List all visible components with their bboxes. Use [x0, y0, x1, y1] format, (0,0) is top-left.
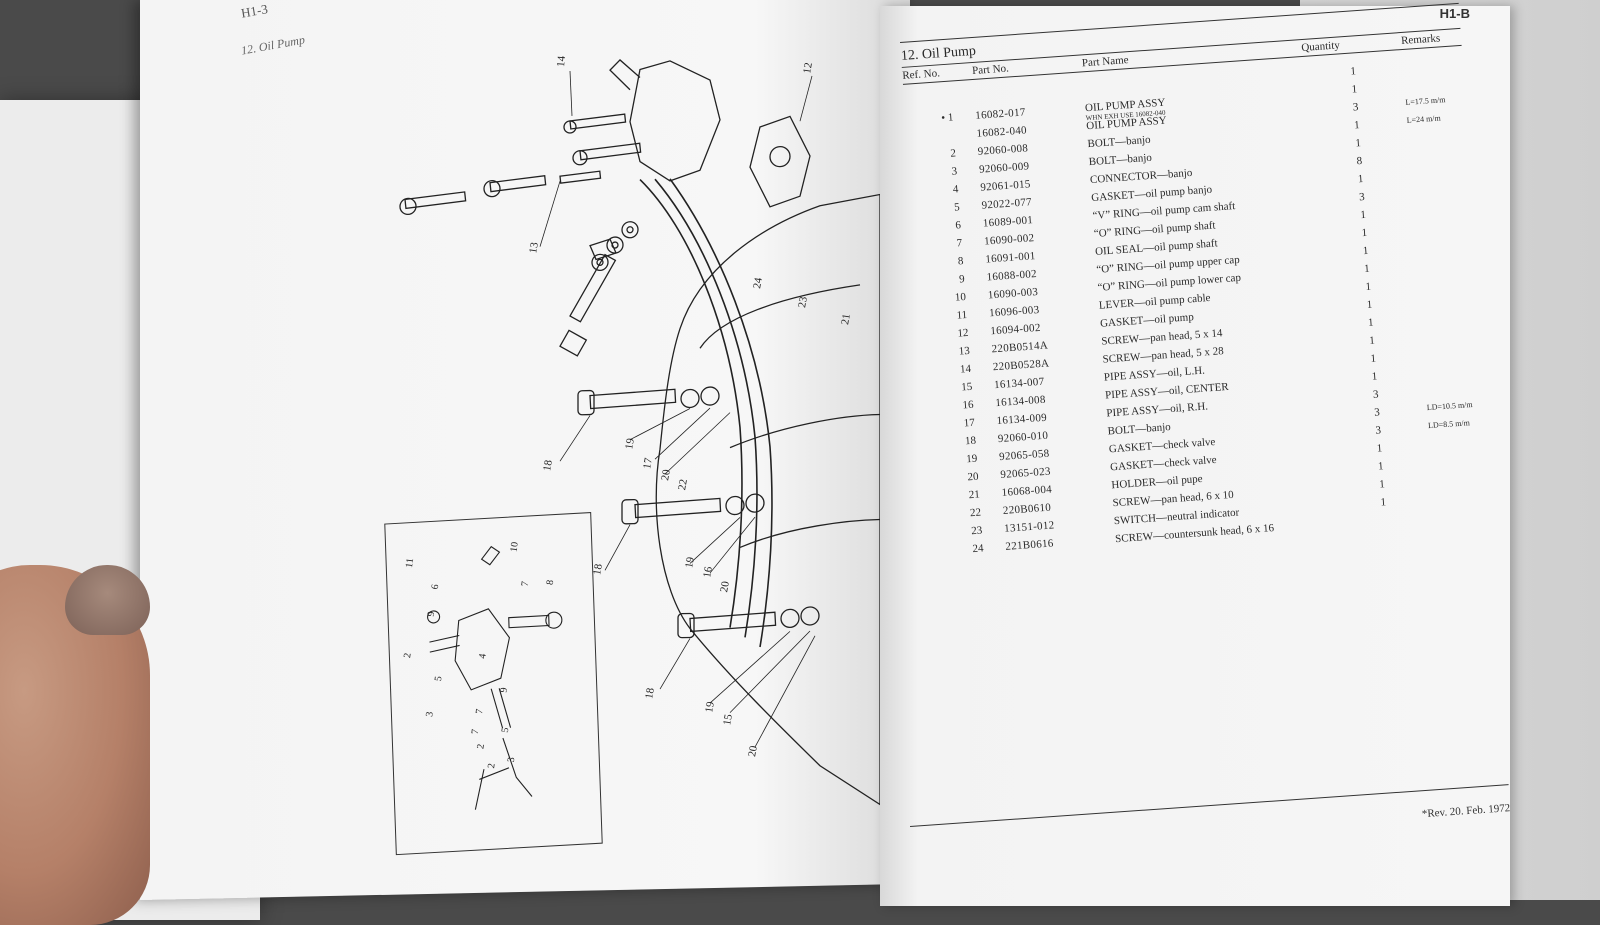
oil-pump-lever: [609, 59, 641, 91]
inset-diagram: 11 6 10 8 7 9 2 3 5 4 1 2 5 7 9 7 2: [343, 512, 603, 856]
parts-catalog-book: H1-3 12. Oil Pump: [120, 0, 1560, 906]
callout-13: 13: [527, 241, 541, 254]
page-code: H1-B: [1439, 6, 1470, 21]
footer-rule: [910, 784, 1509, 827]
inset-callout-5a: 5: [433, 676, 445, 682]
callout-21: 21: [839, 313, 853, 326]
bolt-group-upper: [399, 113, 642, 216]
parts-list-sheet: 12. Oil Pump Ref. No. Part No. Part Name…: [900, 2, 1495, 564]
crankcase-outline: [655, 193, 880, 806]
long-bolt-left: [559, 253, 617, 357]
inset-callout-9b: 9: [498, 687, 510, 693]
callout-24: 24: [751, 276, 765, 289]
pump-gasket: [749, 115, 811, 208]
right-page: H1-B 12. Oil Pump Ref. No. Part No. Part…: [880, 2, 1511, 906]
inset-callout-7c: 7: [470, 729, 482, 735]
washer-stack: [589, 221, 639, 272]
inset-callout-7a: 7: [520, 581, 532, 587]
callout-23: 23: [796, 295, 810, 308]
oil-pipes: [639, 178, 773, 648]
inset-callout-3a: 3: [424, 711, 436, 717]
callout-18b: 18: [591, 563, 605, 576]
inset-callout-8: 8: [545, 579, 557, 585]
inset-callout-2b: 2: [475, 743, 487, 749]
inset-pump-exploded: 11 6 10 8 7 9 2 3 5 4 1 2 5 7 9 7 2: [343, 541, 563, 810]
revision-note: *Rev. 20. Feb. 1972: [1421, 802, 1511, 821]
left-page-header: H1-3: [240, 1, 269, 21]
exploded-diagram: 14 12 13 24 23 21 18 19 17 20 22 18 19 1…: [399, 55, 880, 806]
inset-callout-2a: 2: [402, 652, 414, 658]
callout-20b: 20: [718, 580, 732, 593]
callout-17: 17: [641, 457, 655, 470]
callout-19a: 19: [623, 437, 637, 450]
inset-callout-5b: 5: [500, 727, 512, 733]
callout-12: 12: [801, 62, 815, 75]
inset-callout-6: 6: [430, 584, 442, 590]
thumbnail: [65, 565, 150, 635]
banjo-bolt-3: [677, 606, 820, 639]
callout-14: 14: [555, 55, 568, 67]
callout-18a: 18: [541, 459, 555, 472]
oil-pump-body: [629, 60, 721, 182]
callout-16: 16: [701, 565, 715, 578]
banjo-bolt-1: [577, 386, 720, 416]
callout-19c: 19: [703, 700, 717, 713]
inset-callout-4: 4: [477, 653, 489, 659]
callout-19b: 19: [683, 556, 697, 569]
inset-callout-11: 11: [404, 558, 416, 569]
inset-callout-3b: 3: [506, 757, 518, 763]
banjo-bolt-2: [621, 493, 765, 525]
callout-22: 22: [676, 478, 690, 491]
page-footer: *Rev. 20. Feb. 1972: [910, 784, 1511, 827]
inset-callout-9a: 9: [426, 611, 438, 617]
left-page: H1-3 12. Oil Pump: [140, 0, 910, 901]
callout-15: 15: [721, 713, 735, 726]
inset-callout-10: 10: [509, 541, 521, 552]
inset-callout-7b: 7: [474, 708, 486, 714]
inset-callout-2c: 2: [486, 763, 498, 769]
callout-20c: 20: [746, 744, 760, 757]
callout-20a: 20: [659, 468, 673, 481]
callout-18c: 18: [643, 687, 657, 700]
